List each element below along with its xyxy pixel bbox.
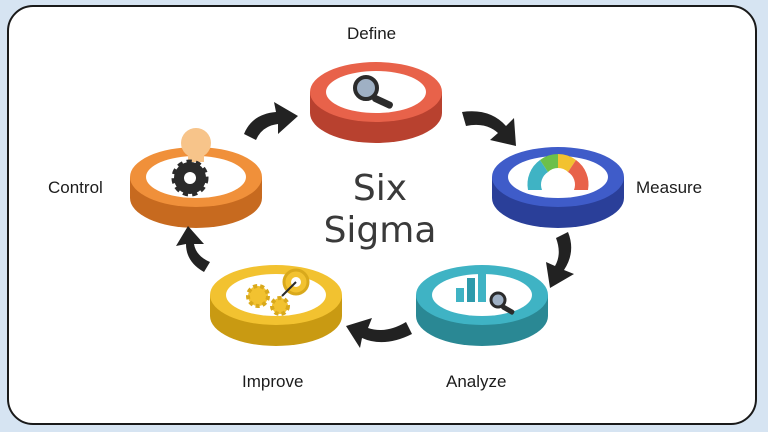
gauge-icon [527, 154, 589, 190]
arrow-improve-to-control [176, 226, 210, 272]
step-label-improve: Improve [242, 372, 304, 391]
step-label-analyze: Analyze [446, 372, 507, 391]
center-title-line1: Six [352, 168, 408, 209]
measure-disc [492, 147, 624, 228]
cycle-arrows [176, 102, 574, 348]
step-label-define: Define [347, 24, 397, 43]
step-label-control: Control [48, 178, 103, 197]
control-disc [130, 128, 262, 228]
magnifier-icon [353, 75, 393, 109]
arrow-measure-to-analyze [546, 232, 574, 288]
gear-bulb-icon [171, 128, 211, 197]
analyze-disc [416, 265, 548, 346]
improve-disc [210, 265, 342, 346]
arrow-define-to-measure [462, 111, 516, 146]
define-disc [310, 62, 442, 143]
chart-magnifier-icon [456, 266, 515, 315]
center-title: Six Sigma [320, 168, 440, 252]
arrow-analyze-to-improve [346, 318, 412, 348]
center-title-line2: Sigma [323, 210, 437, 251]
step-label-measure: Measure [636, 178, 703, 197]
gears-target-icon [246, 268, 310, 316]
arrow-control-to-define [244, 102, 298, 140]
